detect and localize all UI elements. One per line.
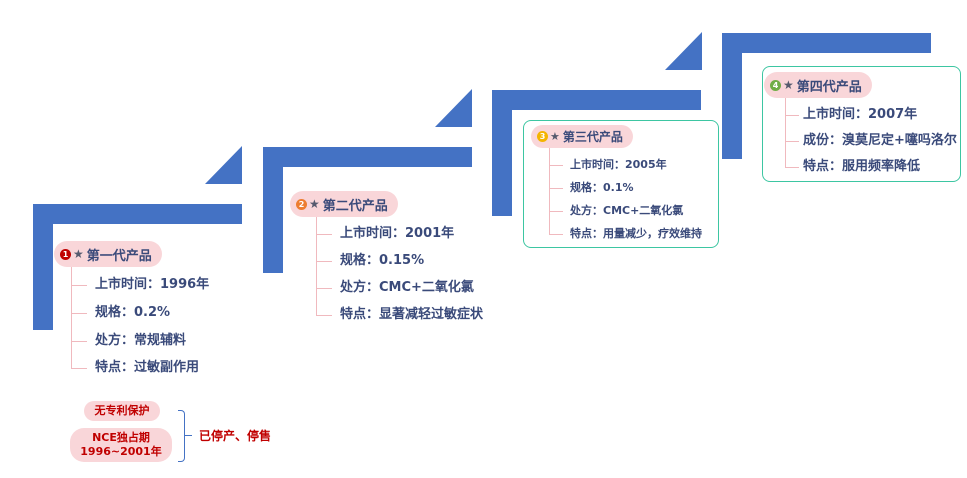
gen-4-item: 上市时间：2007年: [803, 107, 918, 122]
badge-1-icon: 1: [60, 248, 71, 260]
gen-2-item: 上市时间：2001年: [340, 226, 455, 241]
gen-3-item: 规格：0.1%: [570, 181, 634, 194]
group-brace: [178, 410, 185, 462]
gen-2-title-pill: 2 ★ 第二代产品: [290, 191, 398, 217]
gen-4-item: 成份：溴莫尼定+噻吗洛尔: [803, 133, 957, 148]
gen-1-item: 上市时间：1996年: [95, 277, 210, 292]
badge-3-icon: 3: [537, 131, 548, 142]
gen-3-item: 特点：用量减少，疗效维持: [570, 227, 702, 240]
gen-1-title-pill: 1 ★ 第一代产品: [54, 241, 162, 267]
gen-2-item: 特点：显著减轻过敏症状: [340, 307, 484, 322]
gen-3-title-pill: 3 ★ 第三代产品: [531, 125, 633, 148]
star-icon: ★: [550, 130, 560, 143]
gen-4-title: 第四代产品: [796, 79, 862, 95]
gen-2-title: 第二代产品: [322, 198, 388, 214]
gen-1-item: 规格：0.2%: [95, 305, 171, 320]
gen-1-title: 第一代产品: [86, 248, 152, 264]
gen-4-title-pill: 4 ★ 第四代产品: [764, 72, 872, 98]
gen-3-item: 处方：CMC+二氧化氯: [570, 204, 684, 217]
nce-period-pill: NCE独占期 1996~2001年: [70, 428, 172, 462]
nce-years: 1996~2001年: [80, 445, 162, 458]
no-patent-label: 无专利保护: [94, 404, 150, 417]
badge-4-icon: 4: [770, 79, 781, 91]
discontinued-label: 已停产、停售: [199, 429, 272, 443]
gen-3-item: 上市时间：2005年: [570, 158, 667, 171]
gen-4-item: 特点：服用频率降低: [803, 159, 921, 174]
nce-label: NCE独占期: [92, 431, 150, 444]
gen-1-item: 特点：过敏副作用: [95, 360, 200, 375]
gen-3-title: 第三代产品: [562, 130, 623, 144]
gen-2-item: 规格：0.15%: [340, 253, 425, 268]
badge-2-icon: 2: [296, 198, 307, 210]
gen-1-item: 处方：常规辅料: [95, 333, 187, 348]
star-icon: ★: [73, 247, 84, 261]
star-icon: ★: [309, 197, 320, 211]
star-icon: ★: [783, 78, 794, 92]
no-patent-pill: 无专利保护: [84, 401, 160, 421]
gen-2-item: 处方：CMC+二氧化氯: [340, 280, 474, 295]
